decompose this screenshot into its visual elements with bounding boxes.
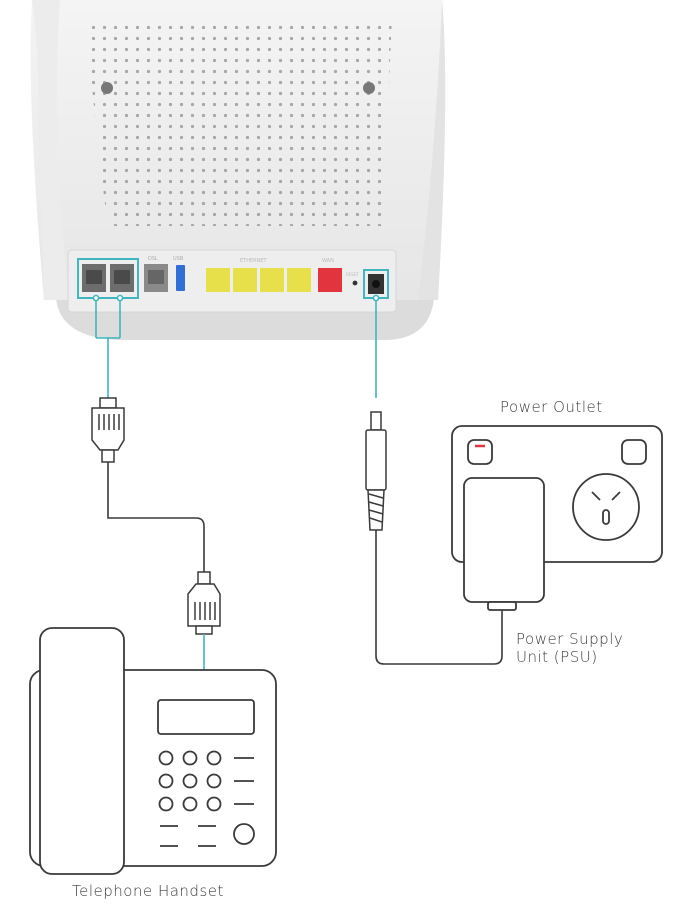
wan-port: [318, 268, 342, 292]
router-screw-left: [101, 82, 113, 94]
phone-receiver: [39, 627, 125, 875]
dc-barrel-plug-icon: [365, 411, 387, 531]
phone-speaker-button: [233, 823, 255, 845]
power-supply-icon: [463, 477, 545, 611]
power-cable-top: [372, 294, 380, 398]
rj11-plug-icon: [187, 571, 221, 635]
ethernet-port-3: [260, 268, 284, 292]
reset-button: [352, 280, 358, 286]
router: DSL USB ETHERNET WAN RESET: [30, 0, 446, 340]
telephone-handset-label: Telephone Handset: [72, 882, 224, 900]
phone-ports-highlight: [77, 258, 139, 299]
psu-body: [463, 477, 545, 603]
ethernet-port-1: [206, 268, 230, 292]
phone-keypad: [158, 750, 222, 812]
psu-label-line2: Unit (PSU): [516, 648, 598, 666]
router-screw-right: [363, 82, 375, 94]
ethernet-port-label: ETHERNET: [240, 258, 268, 264]
phone-cable-branch: [92, 294, 124, 398]
dsl-port-label: DSL: [148, 256, 158, 262]
psu-label-line1: Power Supply: [516, 630, 624, 648]
ethernet-port-2: [233, 268, 257, 292]
rj11-plug-icon: [91, 397, 125, 463]
outlet-switch-right: [621, 439, 647, 465]
psu-label: Power Supply Unit (PSU): [516, 630, 666, 666]
usb-port: [176, 265, 185, 291]
power-cord: [375, 530, 503, 665]
wan-port-label: WAN: [322, 258, 334, 264]
outlet-switch-left: [467, 439, 493, 465]
ethernet-port-4: [287, 268, 311, 292]
usb-port-label: USB: [173, 256, 184, 262]
power-outlet-label: Power Outlet: [500, 398, 603, 416]
telephone-handset-icon: [29, 627, 277, 875]
phone-display: [157, 699, 255, 735]
outlet-socket: [572, 473, 640, 541]
router-vent-grid: [86, 18, 392, 226]
reset-label: RESET: [346, 272, 359, 277]
phone-cord: [107, 462, 205, 572]
